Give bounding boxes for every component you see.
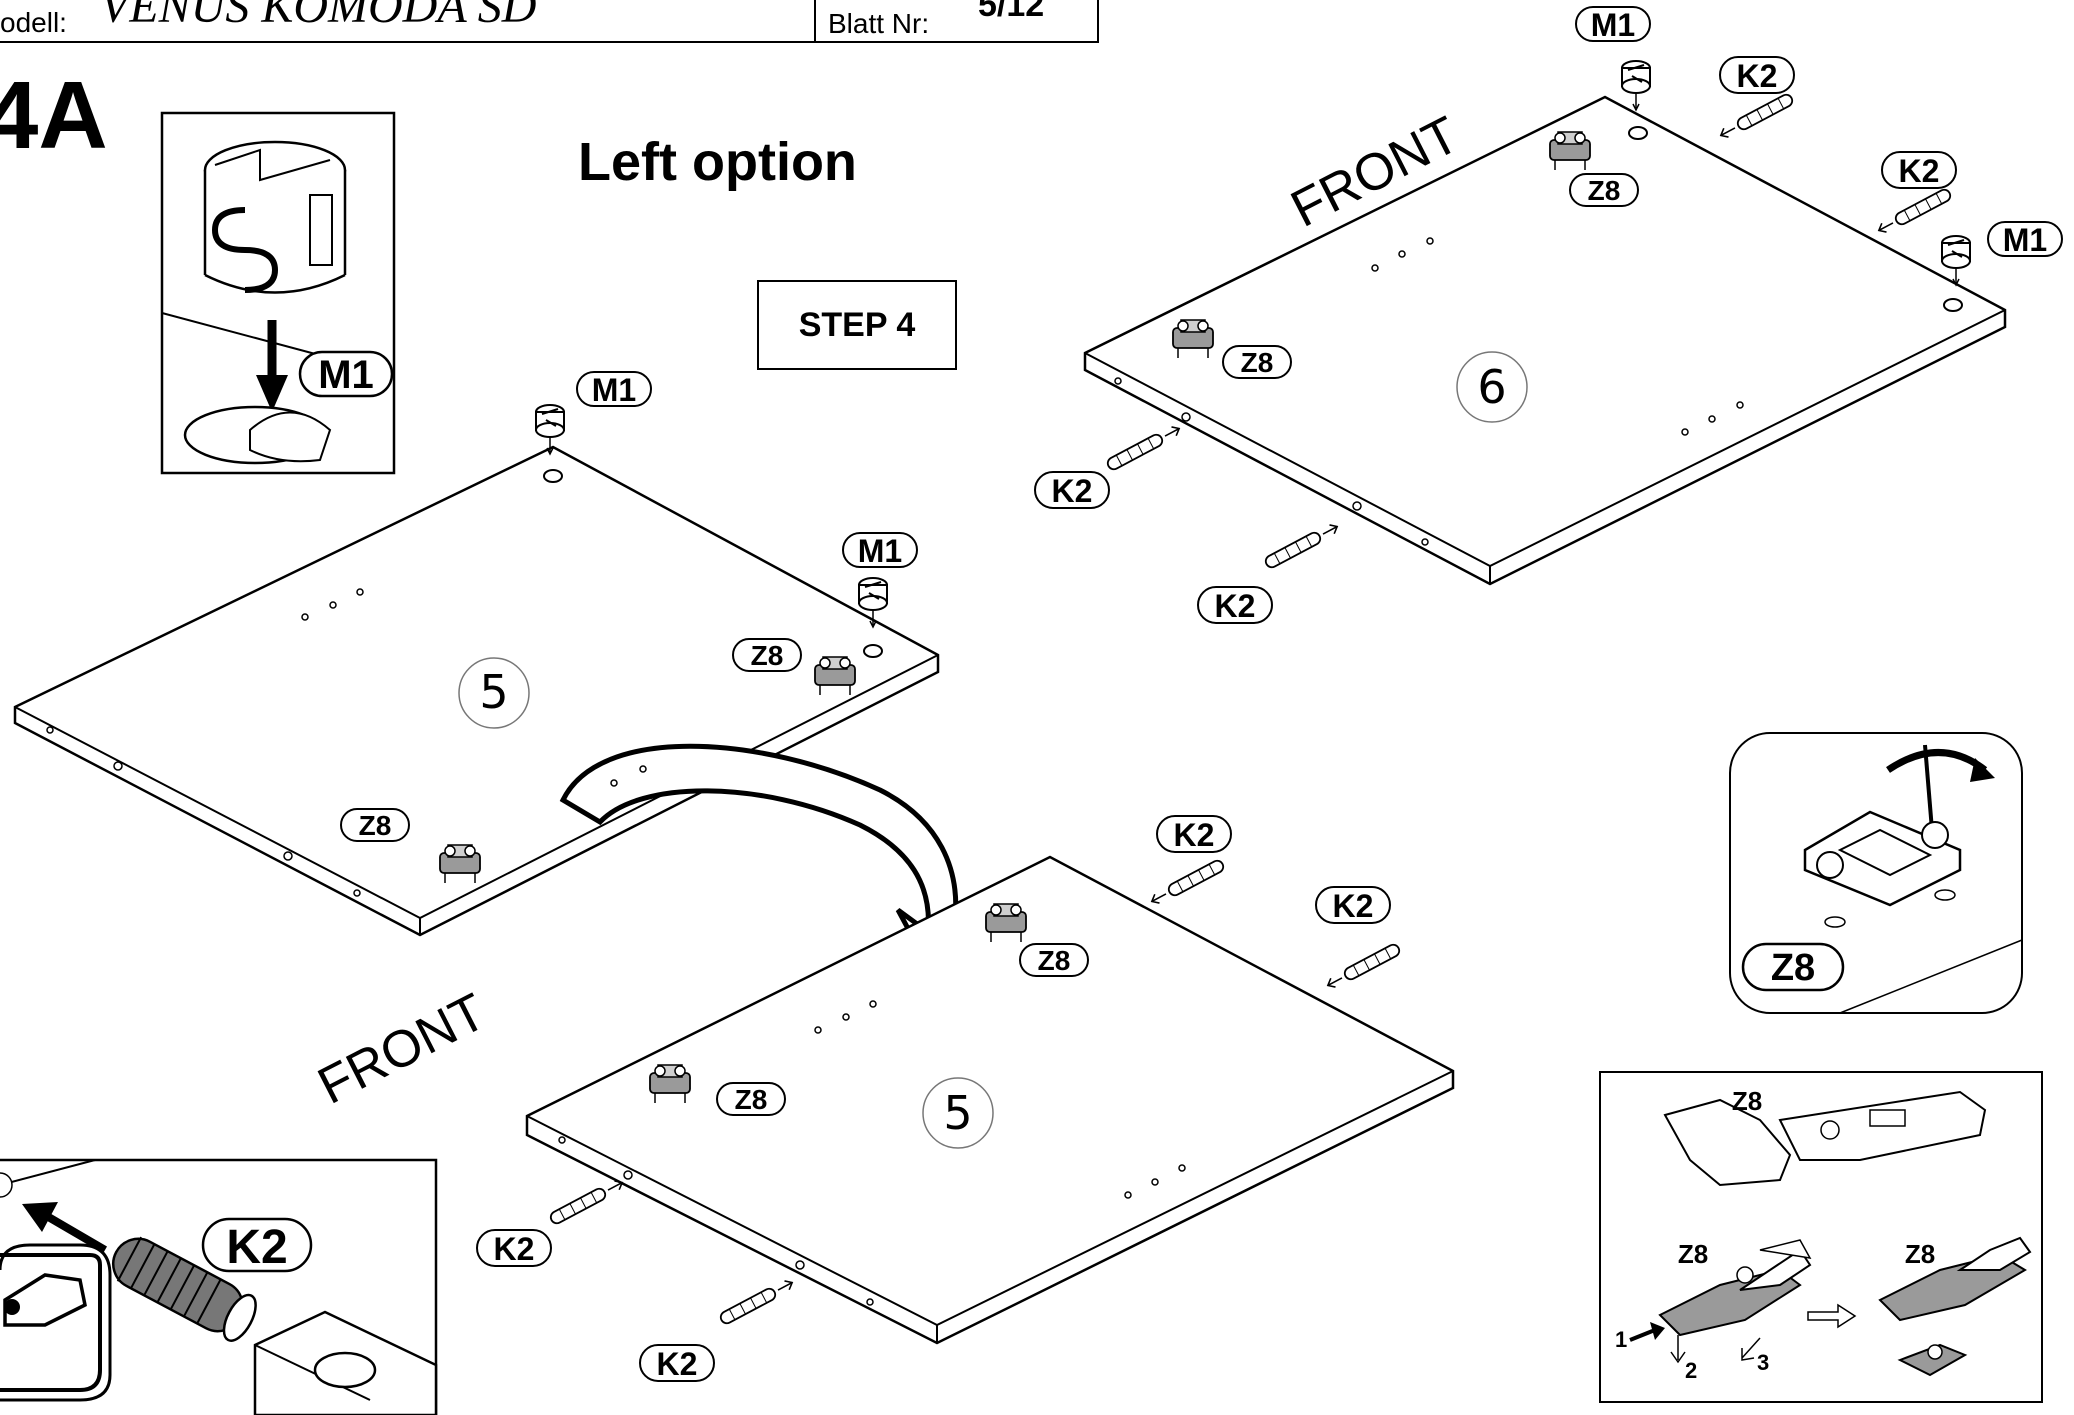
cam-part-label: M1	[318, 353, 374, 397]
svg-text:K2: K2	[657, 1346, 698, 1382]
dowel-label-2: K2	[1315, 886, 1391, 924]
hinge-label-1: Z8	[1732, 1086, 1762, 1116]
svg-text:Z8: Z8	[751, 640, 784, 671]
svg-text:M1: M1	[1591, 7, 1635, 43]
svg-text:Z8: Z8	[1241, 347, 1274, 378]
next-arrow-icon	[1807, 1303, 1857, 1329]
option-title: Left option	[578, 132, 857, 192]
front-label-lower: FRONT	[309, 983, 495, 1116]
panel-5-bottom-number: 5	[943, 1086, 972, 1140]
hinge-clip-before-icon	[1658, 1239, 1812, 1337]
svg-text:K2: K2	[1052, 473, 1093, 509]
svg-text:M1: M1	[2003, 222, 2047, 258]
sheet-label: Blatt Nr:	[828, 8, 929, 39]
insert-arrow-icon	[42, 1211, 108, 1254]
svg-text:Z8: Z8	[1588, 175, 1621, 206]
step-box-label: STEP 4	[799, 306, 916, 344]
hand-icon	[3, 1273, 87, 1327]
dowel-inset: K2	[0, 1158, 438, 1415]
hinge-clip-inset: Z8 Z8 1 2 3 Z8	[1599, 1071, 2043, 1403]
dowel-label-6: K2	[1881, 151, 1957, 189]
cam-lock-detail-icon	[203, 140, 347, 294]
plate-label-3: Z8	[1019, 943, 1089, 977]
dowel-icon	[1148, 857, 1227, 908]
cam-lock-icon	[535, 404, 565, 455]
svg-text:K2: K2	[1333, 888, 1374, 924]
cam-label-4: M1	[1987, 221, 2063, 258]
svg-text:Z8: Z8	[1771, 947, 1815, 989]
dowel-icon	[1262, 520, 1341, 571]
hinge-label-3: Z8	[1905, 1239, 1935, 1269]
dowel-detail-icon	[112, 1236, 257, 1342]
svg-text:K2: K2	[1737, 58, 1778, 94]
board-block-icon	[253, 1310, 438, 1415]
model-value: VENUS KOMODA SD	[100, 0, 536, 33]
dowel-label-5: K2	[1719, 56, 1795, 94]
step-id: 4A	[0, 62, 108, 169]
hinge-clip-after-icon	[1878, 1236, 2032, 1377]
hinge-step-3: 3	[1757, 1350, 1769, 1375]
hinge-step-2: 2	[1685, 1358, 1697, 1383]
svg-text:Z8: Z8	[735, 1084, 768, 1115]
cam-label-1: M1	[576, 371, 652, 408]
dowel-label-8: K2	[1197, 586, 1273, 624]
plate-label-4: Z8	[716, 1082, 786, 1116]
panel-5-top: 5	[13, 445, 940, 937]
panel-6: 6	[1083, 95, 2007, 586]
panel-6-number-circle	[1456, 351, 1528, 423]
dowel-icon	[1875, 186, 1954, 237]
dowel-label-1: K2	[1156, 815, 1232, 853]
dowel-icon	[717, 1276, 796, 1327]
svg-text:M1: M1	[858, 533, 902, 569]
cam-lock-icon	[1621, 60, 1651, 111]
dowel-icon	[1324, 941, 1403, 992]
down-arrow-icon	[1670, 1335, 1686, 1364]
press-arrow-icon	[1629, 1328, 1656, 1342]
svg-text:K2: K2	[1899, 153, 1940, 189]
cam-label-2: M1	[842, 532, 918, 569]
title-block: odell: VENUS KOMODA SD Blatt Nr: 5/12	[0, 0, 1099, 43]
model-label: odell:	[0, 7, 67, 38]
panel-5-top-number: 5	[479, 665, 508, 719]
sheet-value: 5/12	[978, 0, 1044, 24]
svg-text:K2: K2	[1174, 817, 1215, 853]
svg-text:Z8: Z8	[1038, 945, 1071, 976]
panel-5-bottom: 5	[525, 855, 1455, 1345]
dowel-part-label: K2	[226, 1221, 287, 1274]
svg-text:Z8: Z8	[359, 810, 392, 841]
mounting-plate-detail-icon	[1803, 810, 1962, 928]
diagonal-arrow-icon	[1741, 1337, 1761, 1361]
hinge-label-2: Z8	[1678, 1239, 1708, 1269]
plate-label-6: Z8	[1222, 345, 1292, 379]
plate-label-1: Z8	[732, 638, 802, 672]
hinge-icon	[1663, 1090, 1987, 1187]
plate-screw-inset: Z8	[1729, 732, 2023, 1014]
cam-label-3: M1	[1575, 6, 1651, 43]
svg-text:K2: K2	[1215, 588, 1256, 624]
plate-label-5: Z8	[1569, 173, 1639, 207]
dowel-label-3: K2	[476, 1229, 552, 1267]
hinge-step-1: 1	[1615, 1327, 1627, 1352]
panel-5-top-number-circle	[458, 657, 530, 729]
dowel-icon	[1104, 422, 1183, 473]
step-box: STEP 4	[757, 280, 957, 370]
dowel-icon	[547, 1176, 626, 1227]
cam-lock-inset: M1	[160, 111, 396, 475]
panel-6-number: 6	[1477, 360, 1506, 414]
dowel-label-4: K2	[639, 1344, 715, 1382]
svg-text:M1: M1	[592, 372, 636, 408]
dowel-icon	[1717, 91, 1796, 142]
dowel-label-7: K2	[1034, 471, 1110, 509]
panel-5-bottom-number-circle	[922, 1077, 994, 1149]
svg-text:K2: K2	[494, 1231, 535, 1267]
plate-label-2: Z8	[340, 808, 410, 842]
